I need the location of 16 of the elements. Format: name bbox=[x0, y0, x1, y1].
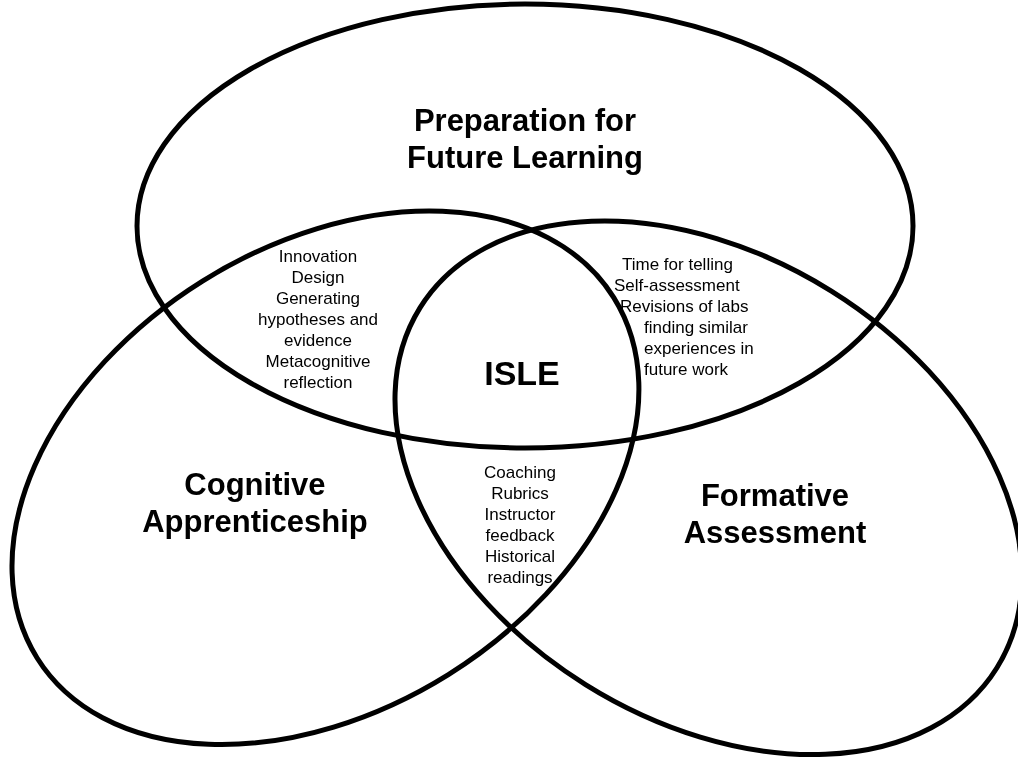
center-label: ISLE bbox=[484, 353, 560, 393]
circle-title: Preparation for Future Learning bbox=[406, 102, 644, 176]
overlap-item: Self-assessment bbox=[614, 275, 740, 296]
overlap-item: Rubrics bbox=[491, 483, 549, 504]
circle-title: Cognitive Apprenticeship bbox=[141, 466, 369, 540]
overlap-item: Time for telling bbox=[622, 254, 733, 275]
overlap-item: Metacognitive reflection bbox=[264, 351, 372, 393]
overlap-item: Coaching bbox=[484, 462, 556, 483]
overlap-item: Instructor feedback bbox=[483, 504, 557, 546]
overlap-item: Revisions of labs bbox=[620, 296, 749, 317]
overlap-item: Generating hypotheses and evidence bbox=[256, 288, 379, 351]
overlap-item: Innovation bbox=[278, 246, 358, 267]
overlap-item: Historical readings bbox=[484, 546, 556, 588]
overlap-item: Design bbox=[291, 267, 345, 288]
circle-title: Formative Assessment bbox=[682, 477, 868, 551]
overlap-item: finding similar experiences in future work bbox=[644, 317, 755, 380]
